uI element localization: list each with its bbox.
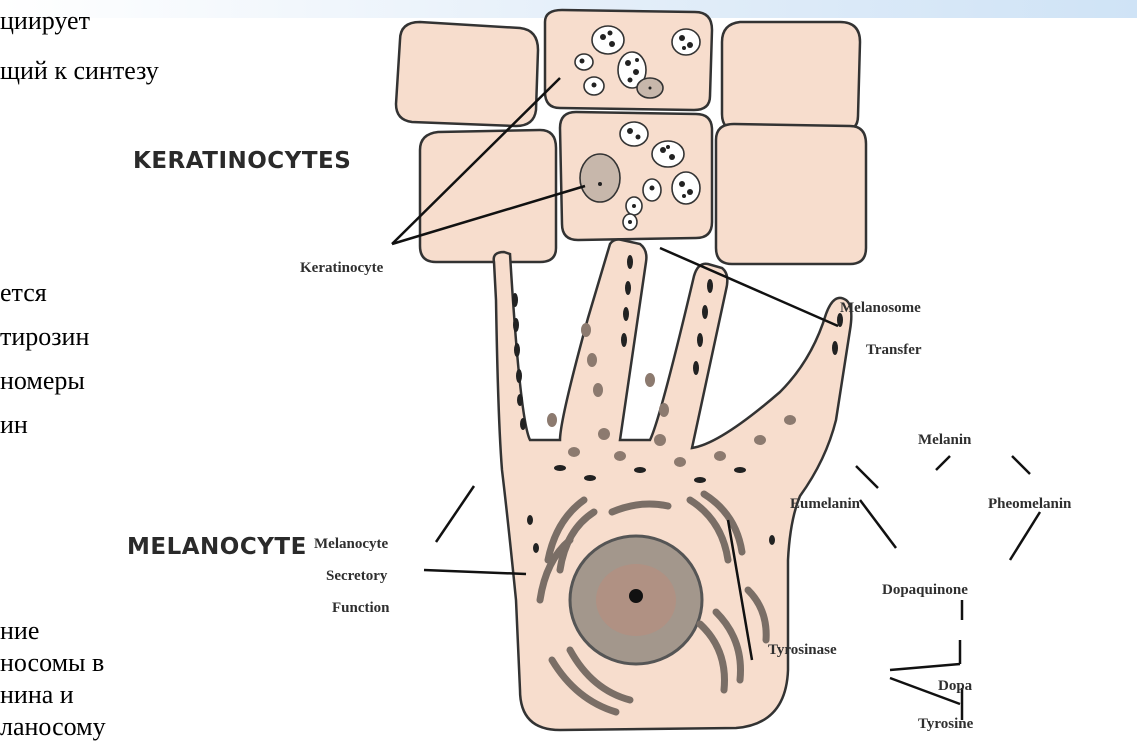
secretory-label: Secretory — [326, 568, 388, 584]
melanosome-vesicle — [620, 122, 648, 146]
melanosome-vesicle — [672, 172, 700, 204]
melanocyte-label: Melanocyte — [314, 536, 388, 552]
function-label: Function — [332, 600, 390, 616]
pheomelanin-label: Pheomelanin — [988, 496, 1072, 512]
transfer-label: Transfer — [866, 342, 922, 358]
keratinocyte-nucleus — [580, 154, 620, 202]
melanosome-label: Melanosome — [840, 300, 921, 316]
melanin-label: Melanin — [918, 432, 972, 448]
melanosome-vesicle — [652, 141, 684, 167]
nucleolus — [629, 589, 643, 603]
melanosome-vesicle — [592, 26, 624, 54]
keratinocyte-cell — [722, 22, 860, 132]
eumelanin-label: Eumelanin — [790, 496, 861, 512]
dopaquinone-label: Dopaquinone — [882, 582, 968, 598]
dopa-label: Dopa — [938, 678, 973, 694]
tyrosinase-label: Tyrosinase — [768, 642, 837, 658]
melanosome-vesicle — [672, 29, 700, 55]
keratinocyte-cell — [716, 124, 866, 264]
tyrosine-label: Tyrosine — [918, 716, 974, 732]
keratinocyte-label: Keratinocyte — [300, 260, 384, 276]
keratinocyte-cell — [396, 22, 538, 126]
